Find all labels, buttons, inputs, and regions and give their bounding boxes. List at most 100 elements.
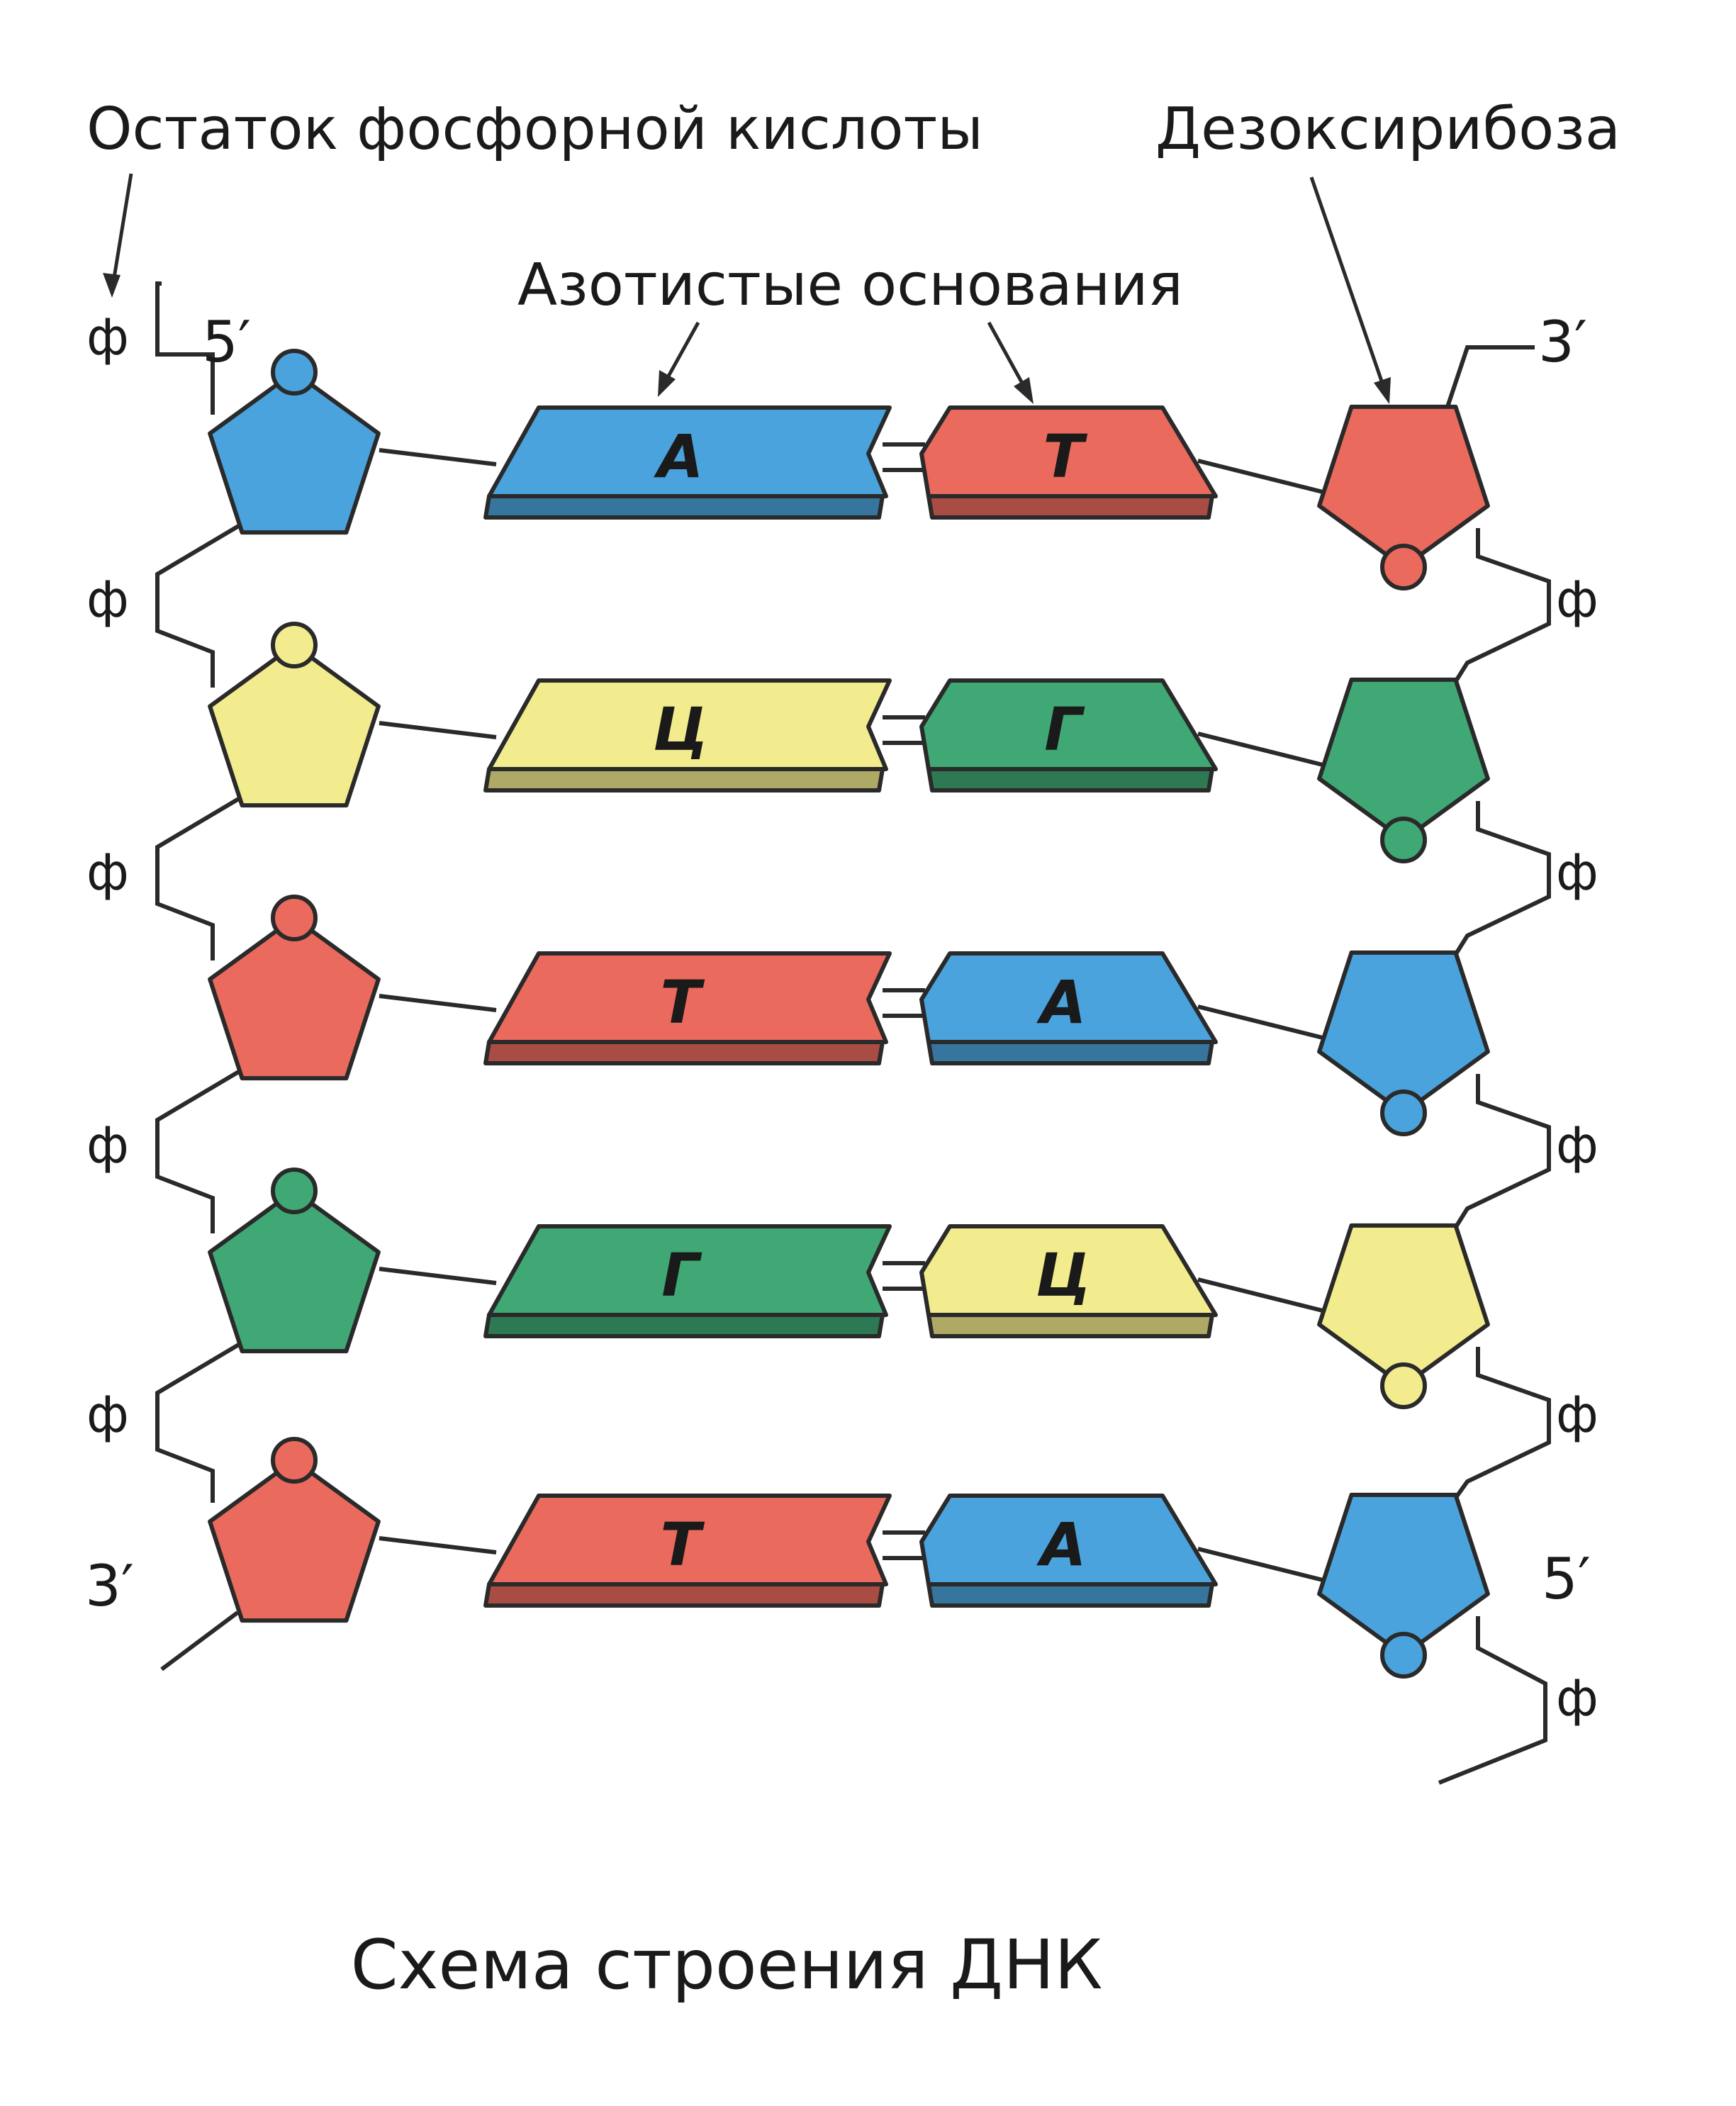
left-base-slab xyxy=(487,951,892,1044)
left-phosphate-symbol: ф xyxy=(86,1116,129,1175)
label-arrows xyxy=(103,173,1391,404)
left-deoxyribose-pentagon xyxy=(208,643,381,808)
right-phosphate-symbol: ф xyxy=(1556,571,1598,629)
right-deoxyribose-oxygen xyxy=(1380,1632,1427,1679)
left-deoxyribose-oxygen xyxy=(271,1437,318,1484)
left-base-letter: Ц xyxy=(653,695,708,764)
hydrogen-bond xyxy=(883,1530,925,1560)
diagram-caption: Схема строения ДНК xyxy=(351,1925,1103,2005)
deoxyribose-pointer-arrow xyxy=(1309,177,1388,394)
right-base-slab xyxy=(919,951,1218,1044)
right-base-letter: Т xyxy=(1043,422,1087,491)
left-deoxyribose-pentagon xyxy=(208,1458,381,1623)
left-deoxyribose-pentagon xyxy=(208,1189,381,1354)
right-base-slab-side xyxy=(926,494,1214,520)
right-base-letter: А xyxy=(1036,1510,1086,1579)
left-deoxyribose-oxygen xyxy=(271,1167,318,1214)
left-base-slab-side xyxy=(483,1040,885,1065)
right-deoxyribose-pentagon xyxy=(1317,1223,1490,1388)
left-phosphate-symbol: ф xyxy=(86,308,129,366)
right-base-slab xyxy=(919,1224,1218,1317)
left-glycosidic-bond xyxy=(379,1536,497,1555)
bases-pointer-arrow-right xyxy=(987,321,1030,395)
left-deoxyribose-oxygen xyxy=(271,895,318,941)
right-base-slab-side xyxy=(926,1040,1214,1065)
right-deoxyribose-pentagon xyxy=(1317,1492,1490,1657)
right-deoxyribose-oxygen xyxy=(1380,817,1427,863)
left-base-slab xyxy=(487,405,892,498)
right-glycosidic-bond xyxy=(1197,1004,1326,1041)
phosphate-label: Остаток фосфорной кислоты xyxy=(86,96,983,163)
left-backbone-line xyxy=(155,281,242,1671)
left-base-slab xyxy=(487,1494,892,1586)
left-base-slab-side xyxy=(483,494,885,520)
deoxyribose-label: Дезоксирибоза xyxy=(1155,96,1620,163)
right-base-letter: А xyxy=(1036,968,1086,1037)
strand1-3prime: 3′ xyxy=(85,1553,134,1619)
right-glycosidic-bond xyxy=(1197,1277,1326,1314)
left-phosphate-symbol: ф xyxy=(86,1386,129,1444)
right-base-slab xyxy=(919,678,1218,771)
left-base-slab-side xyxy=(483,1582,885,1608)
left-glycosidic-bond xyxy=(379,448,497,466)
right-glycosidic-bond xyxy=(1197,459,1326,495)
left-base-slab-side xyxy=(483,767,885,792)
right-base-slab-side xyxy=(926,1582,1214,1608)
left-base-letter: Г xyxy=(661,1240,702,1310)
right-deoxyribose-oxygen xyxy=(1380,544,1427,590)
right-phosphate-symbol: ф xyxy=(1556,1669,1598,1727)
right-deoxyribose-pentagon xyxy=(1317,677,1490,842)
bases-label: Азотистые основания xyxy=(517,252,1183,319)
bases-pointer-arrowhead-right xyxy=(1014,377,1034,404)
left-deoxyribose-oxygen xyxy=(271,349,318,396)
left-base-slab-side xyxy=(483,1313,885,1338)
hydrogen-bond xyxy=(883,1261,925,1291)
right-base-slab-side xyxy=(926,1313,1214,1338)
right-phosphate-symbol: ф xyxy=(1556,1116,1598,1175)
right-phosphate-symbol: ф xyxy=(1556,1386,1598,1444)
left-glycosidic-bond xyxy=(379,994,497,1012)
strand2-5prime: 5′ xyxy=(1542,1546,1591,1612)
bases-pointer-arrowhead-left xyxy=(658,370,676,397)
hydrogen-bond xyxy=(883,442,925,472)
right-base-letter: Ц xyxy=(1036,1240,1091,1310)
phosphate-pointer-arrowhead xyxy=(103,273,121,298)
right-deoxyribose-oxygen xyxy=(1380,1090,1427,1136)
left-base-slab xyxy=(487,1224,892,1317)
right-glycosidic-bond xyxy=(1197,732,1326,768)
right-deoxyribose-pentagon xyxy=(1317,404,1490,569)
left-deoxyribose-oxygen xyxy=(271,622,318,668)
right-phosphate-symbol: ф xyxy=(1556,844,1598,902)
right-deoxyribose-pentagon xyxy=(1317,950,1490,1115)
right-deoxyribose-oxygen xyxy=(1380,1362,1427,1409)
right-base-slab-side xyxy=(926,767,1214,792)
left-deoxyribose-pentagon xyxy=(208,916,381,1081)
left-base-slab xyxy=(487,678,892,771)
right-backbone-line xyxy=(1438,345,1551,1785)
right-base-slab xyxy=(919,405,1218,498)
left-glycosidic-bond xyxy=(379,1267,497,1285)
right-base-slab xyxy=(919,1494,1218,1586)
deoxyribose-pointer-arrowhead xyxy=(1374,377,1391,404)
left-deoxyribose-pentagon xyxy=(208,370,381,535)
right-glycosidic-bond xyxy=(1197,1547,1326,1583)
hydrogen-bond xyxy=(883,988,925,1018)
right-base-letter: Г xyxy=(1044,695,1085,764)
left-base-letter: Т xyxy=(660,968,705,1037)
left-base-letter: Т xyxy=(660,1510,705,1579)
phosphate-pointer-arrow xyxy=(110,173,133,291)
left-base-letter: А xyxy=(653,422,703,491)
strand1-5prime: 5′ xyxy=(202,309,251,375)
left-phosphate-symbol: ф xyxy=(86,571,129,629)
left-glycosidic-bond xyxy=(379,721,497,739)
hydrogen-bond xyxy=(883,715,925,745)
strand2-3prime: 3′ xyxy=(1538,309,1587,375)
